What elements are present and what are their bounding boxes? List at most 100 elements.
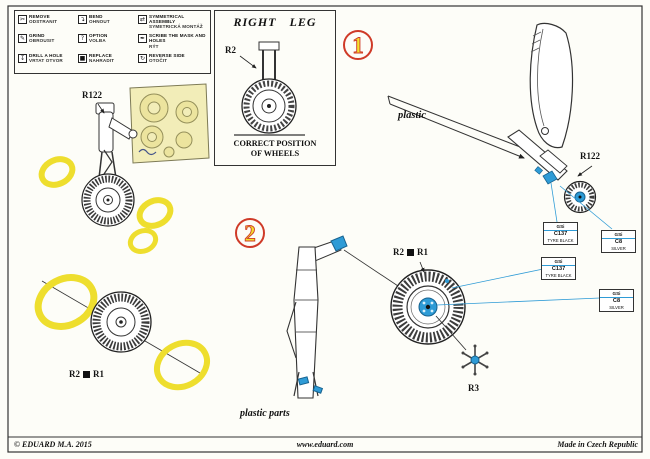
mask-ring xyxy=(127,228,159,254)
paint-callout-line xyxy=(550,182,558,223)
footer-origin: Made in Czech Republic xyxy=(557,440,638,449)
r3-label: R3 xyxy=(468,383,479,393)
mask-ring xyxy=(136,197,174,229)
paint-code: C8 xyxy=(614,238,623,245)
legend-label-en: GRIND xyxy=(29,33,45,39)
legend-label-en: SYMMETRICAL ASSEMBLY xyxy=(149,14,185,25)
r122-label-left: R122 xyxy=(82,90,102,100)
paint-code: C8 xyxy=(612,297,621,304)
paint-name: SILVER xyxy=(609,305,624,311)
step1-gear-leg xyxy=(507,129,597,214)
paint-callout-line xyxy=(436,297,601,306)
film-marking-squiggle xyxy=(138,148,157,156)
r2-arrow xyxy=(239,55,257,69)
footer-copyright: © EDUARD M.A. 2015 xyxy=(14,440,92,449)
r3-hub-part xyxy=(461,344,489,376)
footer-website: www.eduard.com xyxy=(296,440,354,449)
step-1-number: 1 xyxy=(343,30,373,60)
etched-part-blue xyxy=(534,166,544,175)
legend-label-cz: VRTAT OTVOR xyxy=(29,57,63,63)
right-leg-caption: CORRECT POSITION OF WHEELS xyxy=(233,139,317,159)
legend-label-cz: OBROUSIT xyxy=(29,38,55,44)
step2-gear-leg xyxy=(286,235,348,399)
step-2-number: 2 xyxy=(235,218,265,248)
mask-ring xyxy=(38,156,76,188)
replace-icon: ■ xyxy=(78,53,87,63)
paint-callout-tyre-step1: GSi C137 TYRE BLACK xyxy=(543,222,578,246)
r2r1-arrow xyxy=(419,261,425,273)
paint-callout-tyre-step2: GSi C137 TYRE BLACK xyxy=(541,257,576,281)
legend-label-en: BEND xyxy=(89,14,103,19)
grind-icon: ✎ xyxy=(18,34,27,44)
legend-label-cz: RÝT xyxy=(149,43,159,49)
legend-label-cz: NAHRADIT xyxy=(89,57,115,63)
scribe-icon: ✒ xyxy=(138,34,147,44)
mask-ring xyxy=(34,274,98,330)
retraction-struts xyxy=(387,95,529,159)
etched-part-blue xyxy=(297,376,310,386)
axle-line xyxy=(435,315,467,351)
legend-label-en: DRILL A HOLE xyxy=(29,52,63,58)
legend-label-cz: VOLBA xyxy=(89,38,106,44)
legend-label-cz: OHNOUT xyxy=(89,19,110,25)
paint-brand: GSi xyxy=(602,232,635,239)
legend-label-en: REMOVE xyxy=(29,14,50,19)
legend-label-cz: ODSTRANIT xyxy=(29,19,58,25)
paint-callout-line xyxy=(451,267,549,289)
gear-door-panel xyxy=(529,22,574,149)
option-icon: ? xyxy=(78,34,87,44)
plastic-label: plastic xyxy=(398,110,426,121)
legend-label-en: REVERSE SIDE xyxy=(149,52,185,58)
paint-name: SILVER xyxy=(611,246,626,252)
symmetry-icon: ⇄ xyxy=(138,15,147,24)
wheel-mask-assembly-left xyxy=(34,274,210,391)
step2-wheel xyxy=(390,269,466,345)
bend-icon: ↴ xyxy=(78,15,87,24)
legend-label-cz: SYMETRICKÁ MONTÁŽ xyxy=(149,24,203,30)
legend-label-en: REPLACE xyxy=(89,52,113,58)
paint-name: TYRE BLACK xyxy=(547,238,574,244)
paint-brand: GSi xyxy=(542,259,575,266)
etched-part-blue xyxy=(542,170,558,185)
page-frame xyxy=(7,5,643,453)
legend-label-cz: OTOČIT xyxy=(149,57,168,63)
legend-label-en: OPTION xyxy=(89,33,108,39)
r2-label: R2 xyxy=(393,247,404,257)
paint-name: TYRE BLACK xyxy=(545,273,572,279)
paint-code: C137 xyxy=(551,265,566,272)
r122-label-step1: R122 xyxy=(580,151,600,161)
etched-part-blue xyxy=(330,235,348,252)
r122-step1-arrow xyxy=(577,165,593,177)
paint-code: C137 xyxy=(553,230,568,237)
right-leg-title: RIGHT LEG xyxy=(233,15,317,29)
r1-label: R1 xyxy=(93,369,104,379)
r122-left-arrow xyxy=(97,103,105,114)
mask-film-sheet xyxy=(129,83,210,164)
right-leg-wheel-drawing xyxy=(234,41,305,136)
paint-brand: GSi xyxy=(600,291,633,298)
legend-label-en: SCRIBE THE MASK AND HOLES xyxy=(149,33,206,44)
paint-callout-line xyxy=(559,185,613,230)
paint-callout-hub-step2: GSi C8 SILVER xyxy=(599,289,634,313)
drill-icon: ↧ xyxy=(18,53,27,63)
paint-callout-hub-step1: GSi C8 SILVER xyxy=(601,230,636,254)
reverse-icon: ↻ xyxy=(138,53,147,63)
replace-icon xyxy=(83,370,90,378)
knife-icon: ✂ xyxy=(18,15,27,24)
paint-brand: GSi xyxy=(544,224,577,231)
step1-left-gear-assembly xyxy=(38,102,174,254)
right-leg-part-label: R2 xyxy=(225,45,236,55)
